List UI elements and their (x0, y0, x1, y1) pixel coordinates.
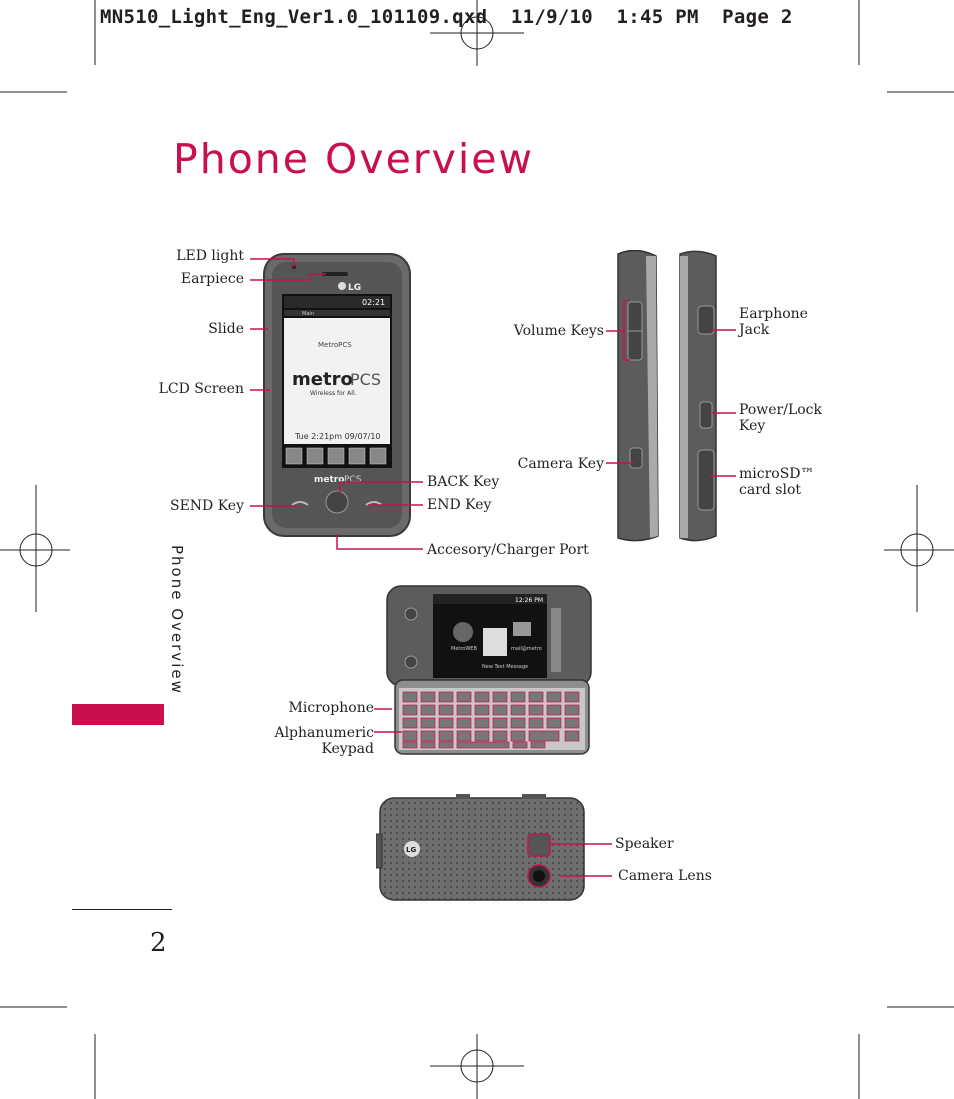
svg-text:12:26 PM: 12:26 PM (515, 597, 543, 604)
svg-text:LG: LG (348, 283, 361, 293)
label-camera-lens: Camera Lens (618, 868, 712, 884)
label-earpiece: Earpiece (180, 271, 244, 287)
svg-text:Wireless for All.: Wireless for All. (310, 390, 357, 397)
label-earphone-jack-1: Earphone (739, 306, 808, 322)
side-tab-text: Phone Overview (168, 545, 186, 695)
svg-text:MetroWEB: MetroWEB (451, 646, 477, 652)
back-phone: LG (376, 794, 585, 901)
print-header: MN510_Light_Eng_Ver1.0_101109.qxd 11/9/1… (100, 6, 793, 28)
label-microphone: Microphone (288, 700, 374, 716)
label-send-key: SEND Key (169, 498, 244, 514)
open-leaders (374, 708, 402, 733)
svg-text:02:21: 02:21 (362, 298, 385, 307)
svg-text:PCS: PCS (344, 475, 362, 485)
side-leaders (606, 300, 736, 477)
svg-text:metro: metro (314, 475, 344, 485)
svg-text:mail@metro: mail@metro (511, 646, 542, 652)
label-lcd-screen: LCD Screen (158, 381, 244, 397)
svg-text:LG: LG (406, 846, 416, 854)
side-tab-bar (72, 704, 164, 725)
label-power-lock-2: Key (739, 418, 766, 434)
label-earphone-jack-2: Jack (739, 322, 770, 338)
label-speaker: Speaker (615, 836, 674, 852)
side-phones (617, 250, 717, 542)
label-camera-key: Camera Key (517, 456, 604, 472)
svg-text:PCS: PCS (350, 370, 381, 389)
label-charger-port: Accesory/Charger Port (427, 542, 589, 558)
footer-rule (72, 909, 172, 910)
svg-text:metro: metro (292, 369, 353, 390)
svg-text:MetroPCS: MetroPCS (318, 341, 352, 349)
svg-text:Tue 2:21pm 09/07/10: Tue 2:21pm 09/07/10 (294, 432, 381, 441)
svg-text:New Text Message: New Text Message (482, 664, 528, 670)
back-leaders (550, 843, 612, 877)
label-alphanumeric-1: Alphanumeric (274, 725, 374, 741)
label-end-key: END Key (427, 497, 492, 513)
label-microsd-2: card slot (739, 482, 802, 498)
front-leaders (250, 258, 423, 550)
label-slide: Slide (208, 321, 244, 337)
label-alphanumeric-2: Keypad (321, 741, 374, 757)
label-power-lock-1: Power/Lock (739, 402, 823, 418)
front-phone: LG 02:21 Main MetroPCS metro PCS Wireles… (263, 253, 411, 537)
page-number: 2 (150, 928, 167, 958)
svg-text:Main: Main (302, 311, 314, 317)
label-back-key: BACK Key (427, 474, 500, 490)
label-led-light: LED light (176, 248, 244, 264)
label-microsd-1: microSD™ (739, 466, 815, 482)
label-volume-keys: Volume Keys (513, 323, 604, 339)
page-title: Phone Overview (173, 135, 535, 183)
open-phone: 12:26 PM MetroWEB New Text Message mail@… (386, 585, 592, 755)
